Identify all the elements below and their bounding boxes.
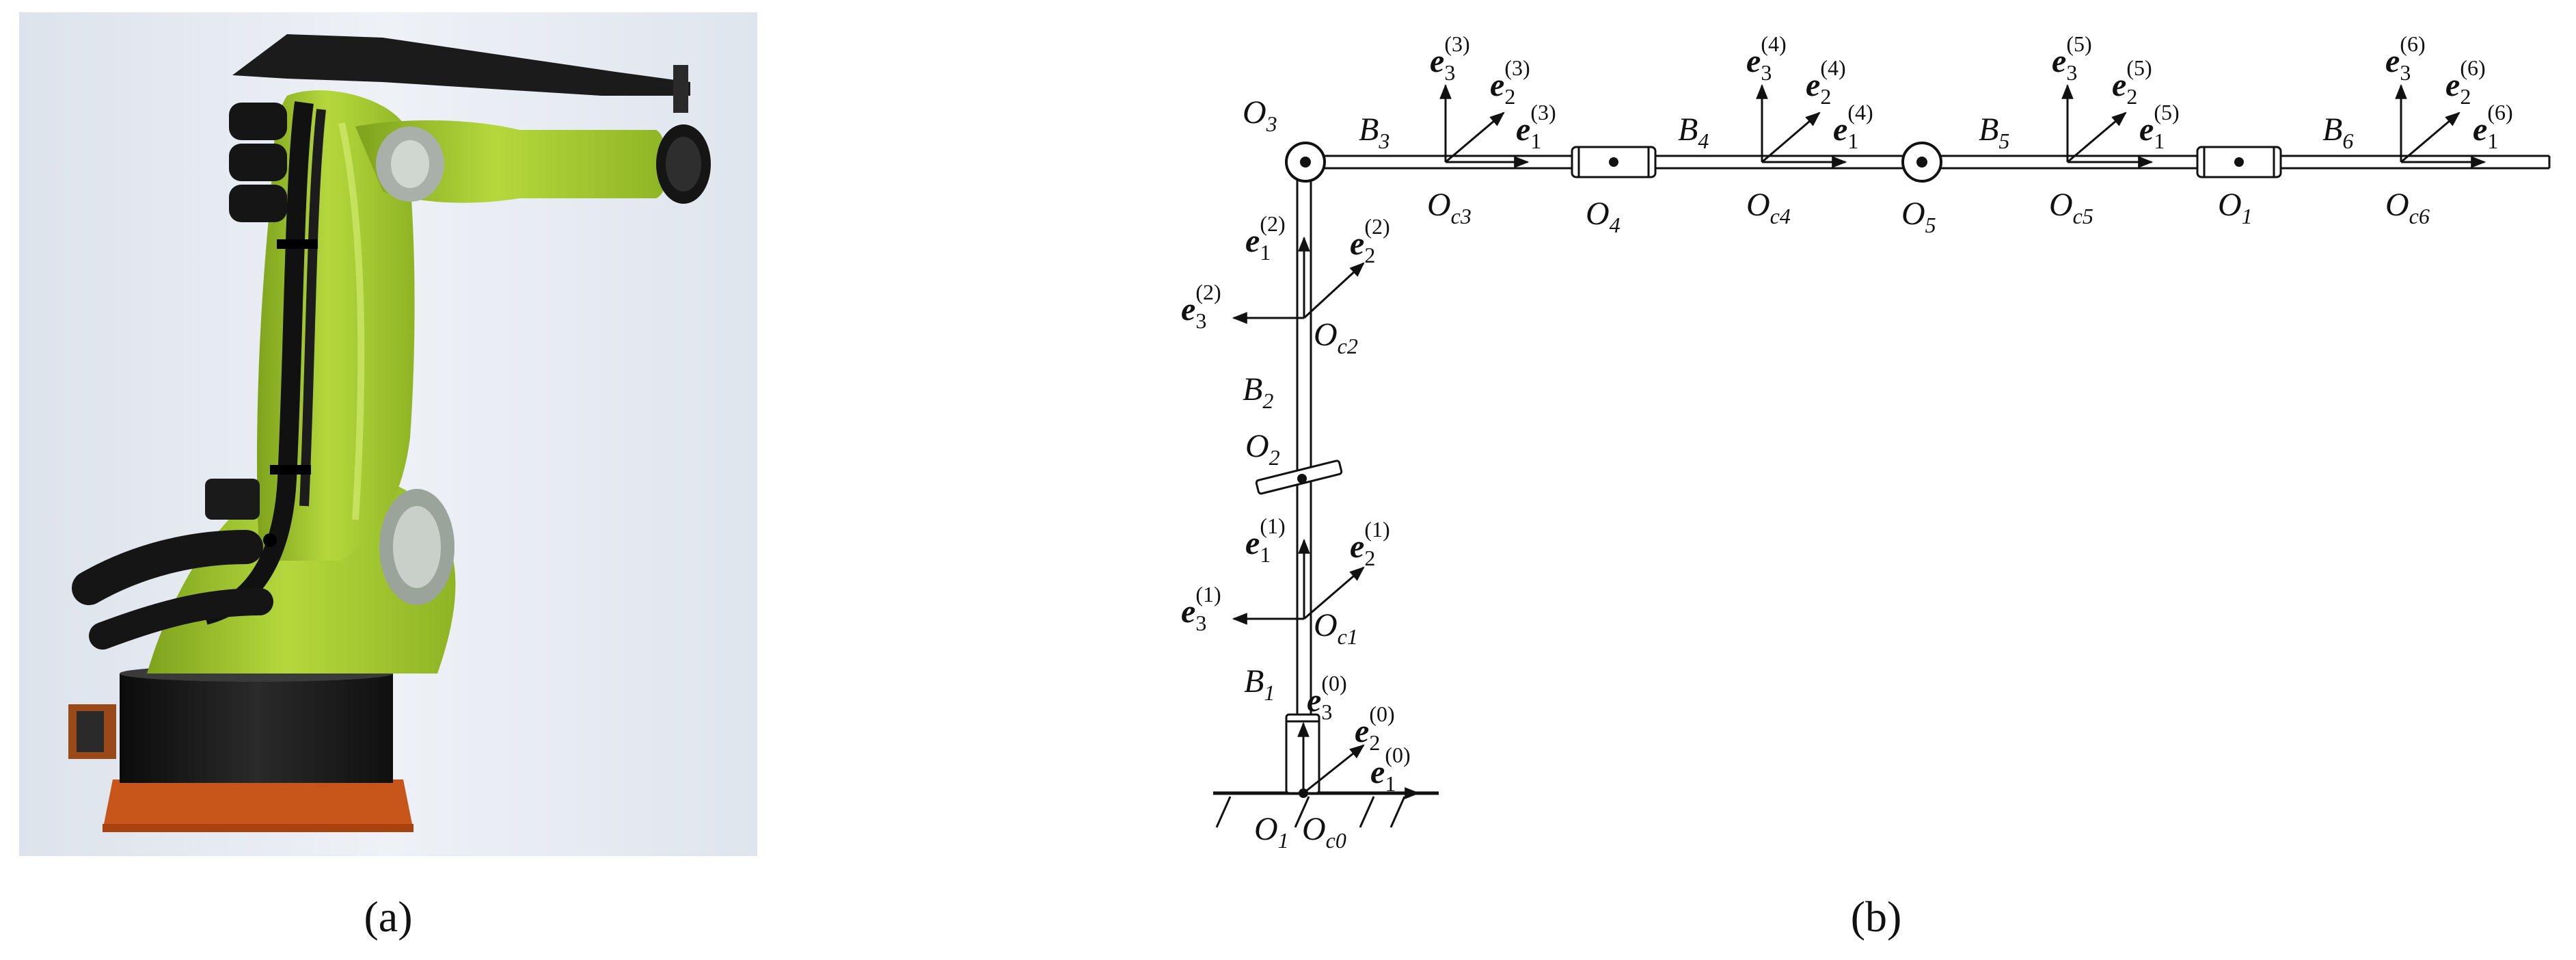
- vec-e1-5: e1(5): [2139, 100, 2180, 153]
- frame-5-axes: [2061, 83, 2154, 168]
- vec-e1-2: e1(2): [1245, 211, 1286, 265]
- robot-base-drum: [120, 674, 393, 783]
- vec-e3-3: e3(3): [1430, 31, 1470, 85]
- vec-e2-2: e2(2): [1350, 214, 1390, 267]
- panel-a-caption: (a): [364, 892, 412, 941]
- vec-e3-2: e3(2): [1181, 280, 1221, 333]
- vec-e2-4: e2(4): [1806, 55, 1846, 109]
- label-O1-base: O1: [1254, 811, 1289, 853]
- label-B6: B6: [2322, 111, 2353, 153]
- ground-hatching: [1215, 796, 1406, 828]
- vec-e2-6: e2(6): [2445, 55, 2486, 109]
- label-O1-top: O1: [2218, 187, 2253, 228]
- label-B1: B1: [1244, 663, 1275, 705]
- vec-e1-1: e1(1): [1245, 514, 1286, 567]
- link-vertical: [1296, 164, 1312, 715]
- label-Oc4: Oc4: [1746, 187, 1791, 228]
- label-Oc6: Oc6: [2385, 187, 2430, 228]
- panel-b-vector-labels: e3(0) e2(0) e1(0) e1(1) e2(1) e3(1) e1(2…: [1181, 31, 2513, 796]
- frame-1-axes: [1232, 538, 1365, 625]
- frame-6-axes: [2395, 83, 2486, 168]
- vec-e1-3: e1(3): [1516, 100, 1556, 153]
- label-O2: O2: [1245, 428, 1280, 470]
- panel-a-robot-render: [19, 12, 757, 856]
- vec-e3-0: e3(0): [1307, 671, 1347, 724]
- label-B5: B5: [1979, 111, 2009, 153]
- robot-cable-bundle-upper: [229, 103, 287, 222]
- label-B3: B3: [1359, 111, 1389, 153]
- vec-e1-0: e1(0): [1370, 743, 1411, 796]
- label-B4: B4: [1678, 111, 1709, 153]
- frame-0-axes: [1297, 721, 1420, 799]
- frame-2-axes: [1232, 236, 1365, 324]
- frame-3-axes: [1439, 83, 1530, 168]
- label-Oc2: Oc2: [1314, 317, 1358, 358]
- robot-cable-bundle-lower: [72, 479, 277, 650]
- vec-e2-1: e2(1): [1350, 517, 1390, 570]
- label-O3: O3: [1243, 94, 1277, 136]
- vec-e2-0: e2(0): [1355, 702, 1395, 755]
- vec-e3-4: e3(4): [1746, 31, 1787, 85]
- vec-e1-4: e1(4): [1833, 100, 1873, 153]
- label-Oc5: Oc5: [2049, 187, 2093, 228]
- vec-e2-5: e2(5): [2112, 55, 2152, 109]
- vec-e3-1: e3(1): [1181, 582, 1221, 635]
- panel-b-labels: O3 B3 Oc3 O4 B4 Oc4 O5 B5 Oc5 O1 B6 Oc6 …: [1243, 94, 2430, 853]
- label-O4: O4: [1586, 196, 1621, 237]
- robot-base-flange: [103, 779, 413, 831]
- robot-top-cover: [232, 34, 690, 96]
- label-O5: O5: [1901, 196, 1936, 237]
- vec-e3-6: e3(6): [2385, 31, 2426, 85]
- robot-cable-main: [202, 101, 314, 625]
- label-Oc0: Oc0: [1302, 811, 1346, 853]
- label-B2: B2: [1243, 371, 1273, 413]
- label-Oc1: Oc1: [1314, 607, 1358, 649]
- vec-e1-6: e1(6): [2473, 100, 2513, 153]
- label-Oc3: Oc3: [1427, 187, 1472, 228]
- panel-b-kinematic-diagram: [1213, 83, 2551, 828]
- vec-e2-3: e2(3): [1490, 55, 1530, 109]
- panel-b-caption: (b): [1851, 892, 1902, 941]
- frame-4-axes: [1756, 83, 1847, 168]
- vec-e3-5: e3(5): [2052, 31, 2092, 85]
